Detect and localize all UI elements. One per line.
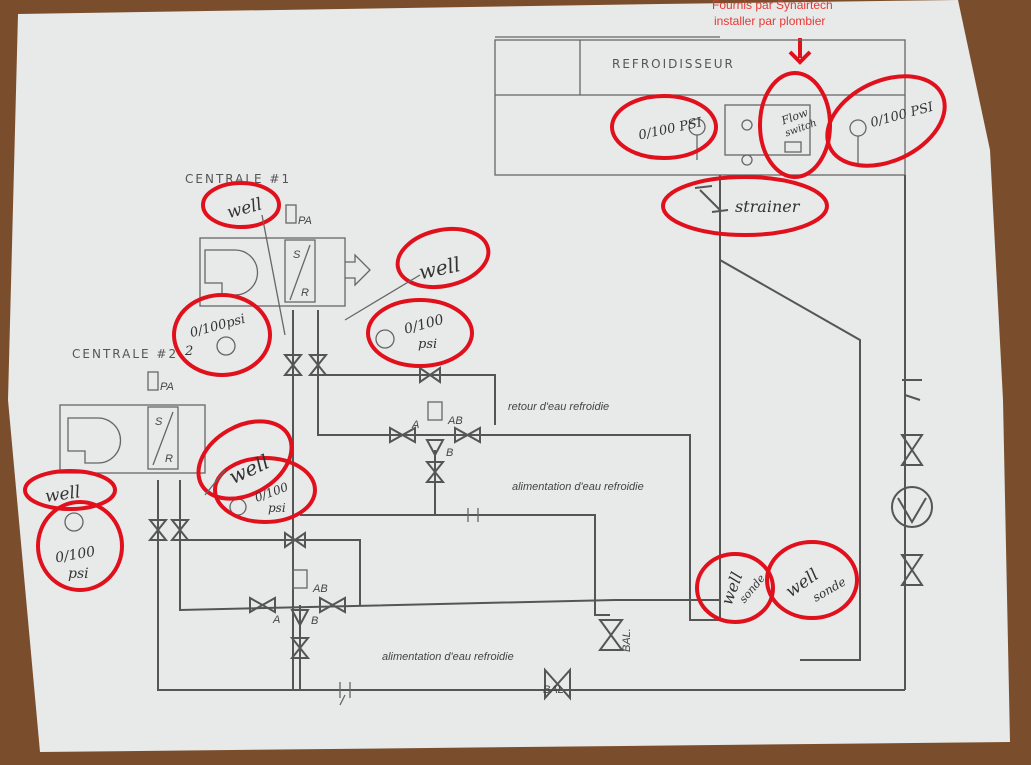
centrale1-gauge-right-2: psi [418, 337, 437, 352]
centrale1-pa: PA [298, 215, 312, 227]
centrale1-unit: PA S R [199, 204, 395, 356]
label-bal-2: BAL. [621, 628, 633, 652]
valve2-a: A [272, 614, 280, 626]
pump-icon [891, 486, 933, 528]
red-markup-circles [23, 71, 947, 624]
centrale1-s: S [293, 249, 301, 261]
chiller-title: REFROIDISSEUR [612, 57, 735, 71]
centrale2-gauge-left-2: psi [68, 566, 89, 582]
pointer-arrows [204, 214, 421, 496]
centrale2-pa: PA [160, 381, 174, 393]
chiller: REFROIDISSEUR [494, 36, 906, 176]
centrale1-gauge-left-num: 2 [184, 344, 193, 359]
pump-triangle-icon [897, 497, 927, 524]
valve1-ab: AB [447, 415, 463, 427]
centrale2-s: S [155, 416, 163, 428]
valve1-a: A [411, 419, 419, 431]
centrale2-r: R [165, 453, 173, 465]
strainer-label: strainer [735, 197, 801, 216]
label-alimentation-2: alimentation d'eau refroidie [382, 651, 514, 663]
centrale1-r: R [301, 287, 309, 299]
centrale2-gauge-left-1: 0/100 [54, 544, 97, 567]
chiller-valves-icon [900, 379, 924, 586]
valve2-ab: AB [312, 583, 328, 595]
chiller-return-pipe [719, 175, 861, 661]
valve2-b: B [311, 615, 318, 627]
piping [147, 310, 905, 706]
centrale2-well-left: well [44, 482, 82, 507]
annotation-line2: installer par plombier [714, 14, 825, 28]
arrow-down-icon [788, 38, 812, 65]
label-bal-1: BAL. [543, 684, 567, 696]
centrale2-gauge-right-2: psi [268, 501, 286, 515]
annotation-line1: Fournis par Synairtech [712, 0, 833, 12]
centrale2-unit: PA S R [59, 371, 247, 532]
label-retour: retour d'eau refroidie [508, 401, 609, 413]
valve1-b: B [446, 447, 453, 459]
label-alimentation-1: alimentation d'eau refroidie [512, 481, 644, 493]
centrale1-title: CENTRALE #1 [185, 172, 291, 186]
centrale2-title: CENTRALE #2 [72, 347, 178, 361]
